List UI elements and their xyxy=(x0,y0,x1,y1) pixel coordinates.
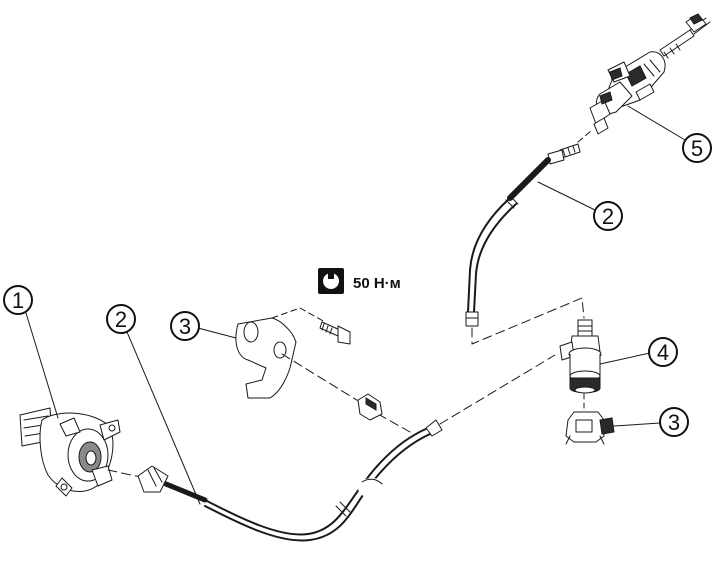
callout-2-lower-leader xyxy=(126,331,201,505)
clutch-hose-upper xyxy=(465,143,581,327)
svg-text:2: 2 xyxy=(602,204,614,229)
svg-text:1: 1 xyxy=(12,288,24,313)
svg-text:2: 2 xyxy=(115,307,127,332)
callout-5-leader xyxy=(627,105,686,141)
assembly-line xyxy=(281,353,361,403)
callout-1-leader xyxy=(25,312,59,419)
clutch-damper xyxy=(559,319,602,394)
hose-clip xyxy=(357,393,383,421)
torque-wrench-icon xyxy=(318,268,344,294)
callout-3-left: 3 xyxy=(170,311,200,341)
clutch-master-cylinder xyxy=(589,13,711,135)
assembly-line xyxy=(577,129,593,143)
callout-2-lower: 2 xyxy=(106,304,136,334)
assembly-line xyxy=(271,307,301,319)
release-bearing-assembly xyxy=(19,407,121,497)
callout-3-right-leader xyxy=(613,422,661,427)
callout-5: 5 xyxy=(682,133,712,163)
callout-2-upper-leader xyxy=(537,181,596,211)
callout-4: 4 xyxy=(648,337,678,367)
svg-text:5: 5 xyxy=(691,136,703,161)
assembly-line xyxy=(299,307,326,323)
callout-3-right: 3 xyxy=(659,407,689,437)
callout-3-left-leader xyxy=(197,327,237,339)
svg-text:3: 3 xyxy=(668,410,680,435)
assembly-line xyxy=(471,297,585,345)
assembly-line xyxy=(377,413,411,433)
callout-4-leader xyxy=(599,352,651,365)
svg-text:3: 3 xyxy=(179,314,191,339)
svg-text:50 Н·м: 50 Н·м xyxy=(353,275,401,292)
svg-text:4: 4 xyxy=(657,340,669,365)
hose-bracket-left xyxy=(235,317,297,399)
callout-1: 1 xyxy=(3,285,33,315)
callout-2-upper: 2 xyxy=(593,201,623,231)
clutch-hose-lower xyxy=(137,419,443,542)
assembly-line xyxy=(439,354,556,425)
bracket-bolt xyxy=(319,321,351,345)
hose-bracket-right xyxy=(565,411,615,445)
torque-spec: 50 Н·м xyxy=(318,268,401,294)
